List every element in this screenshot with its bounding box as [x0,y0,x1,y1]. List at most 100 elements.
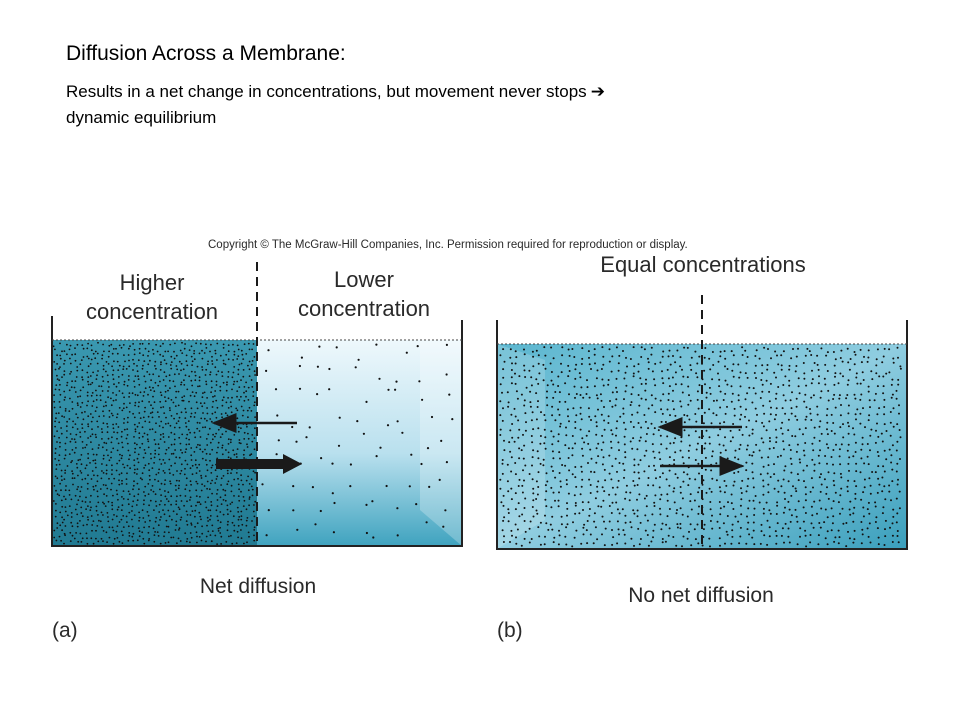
particle-dot [593,512,596,515]
particle-dot [164,385,167,387]
particle-dot [515,542,518,545]
particle-dot [115,469,118,472]
particle-dot [186,514,189,516]
particle-dot [615,346,618,349]
particle-dot [101,438,103,440]
particle-dot [593,353,596,356]
particle-dot [143,467,146,469]
particle-dot [105,484,107,487]
particle-dot [787,418,790,421]
particle-dot [875,516,878,519]
particle-dot [660,443,663,446]
particle-dot [726,368,729,370]
particle-dot [616,391,618,393]
particle-dot [566,408,569,411]
particle-dot [198,536,201,538]
particle-dot [797,479,800,482]
particle-dot [59,393,62,396]
particle-dot [122,344,125,346]
particle-dot [868,522,871,525]
particle-dot [898,490,901,493]
particle-dot [547,528,550,531]
particle-dot [537,526,540,529]
particle-dot [237,524,240,527]
particle-dot [137,375,140,378]
particle-dot [528,369,531,372]
particle-dot [767,456,770,459]
particle-dot [74,441,77,443]
particle-dot [233,434,236,436]
particle-dot [499,383,502,386]
particle-dot [882,392,885,395]
particle-dot [866,455,869,458]
particle-dot [160,406,162,409]
particle-dot [799,527,802,530]
particle-dot [243,386,246,388]
particle-dot [827,389,830,392]
particle-dot [574,502,577,504]
particle-dot [740,513,743,516]
particle-dot [537,400,539,403]
particle-dot [87,474,89,477]
particle-dot [267,509,270,512]
particle-dot [888,371,891,374]
particle-dot [219,389,222,392]
particle-dot [158,468,161,471]
particle-dot [666,408,669,411]
particle-dot [652,529,655,532]
particle-dot [680,440,683,443]
label-lower-concentration: concentration [298,296,430,321]
particle-dot [396,420,399,423]
particle-dot [240,490,242,493]
particle-dot [746,376,749,379]
particle-dot [110,482,113,485]
particle-dot [227,513,229,516]
particle-dot [711,477,714,480]
particle-dot [128,535,131,537]
particle-dot [179,494,182,497]
particle-dot [826,543,829,546]
particle-dot [674,371,677,374]
particle-dot [222,513,225,516]
particle-dot [612,536,615,539]
particle-dot [869,449,871,452]
particle-dot [58,535,61,538]
particle-dot [81,369,84,372]
particle-dot [632,372,635,375]
particle-dot [243,399,246,402]
particle-dot [102,415,105,417]
particle-dot [596,485,599,488]
particle-dot [544,498,547,501]
particle-dot [157,472,160,474]
particle-dot [511,362,513,365]
particle-dot [838,397,841,400]
particle-dot [608,472,611,475]
particle-dot [179,349,182,352]
particle-dot [579,493,582,496]
particle-dot [571,473,574,476]
particle-dot [758,501,761,504]
particle-dot [131,392,134,395]
particle-dot [629,521,632,524]
particle-dot [445,343,448,346]
particle-dot [101,463,103,465]
particle-dot [120,457,123,460]
particle-dot [782,478,785,481]
particle-dot [136,473,138,475]
particle-dot [175,489,177,491]
particle-dot [349,485,352,488]
particle-dot [232,371,235,374]
particle-dot [898,429,901,431]
particle-dot [116,462,118,465]
particle-dot [55,503,57,505]
particle-dot [141,531,144,534]
particle-dot [739,385,742,388]
particle-dot [183,379,185,382]
particle-dot [123,380,126,383]
particle-dot [125,478,128,480]
particle-dot [146,438,149,441]
particle-dot [754,355,757,357]
particle-dot [633,458,636,461]
particle-dot [723,421,726,424]
particle-dot [745,490,748,493]
